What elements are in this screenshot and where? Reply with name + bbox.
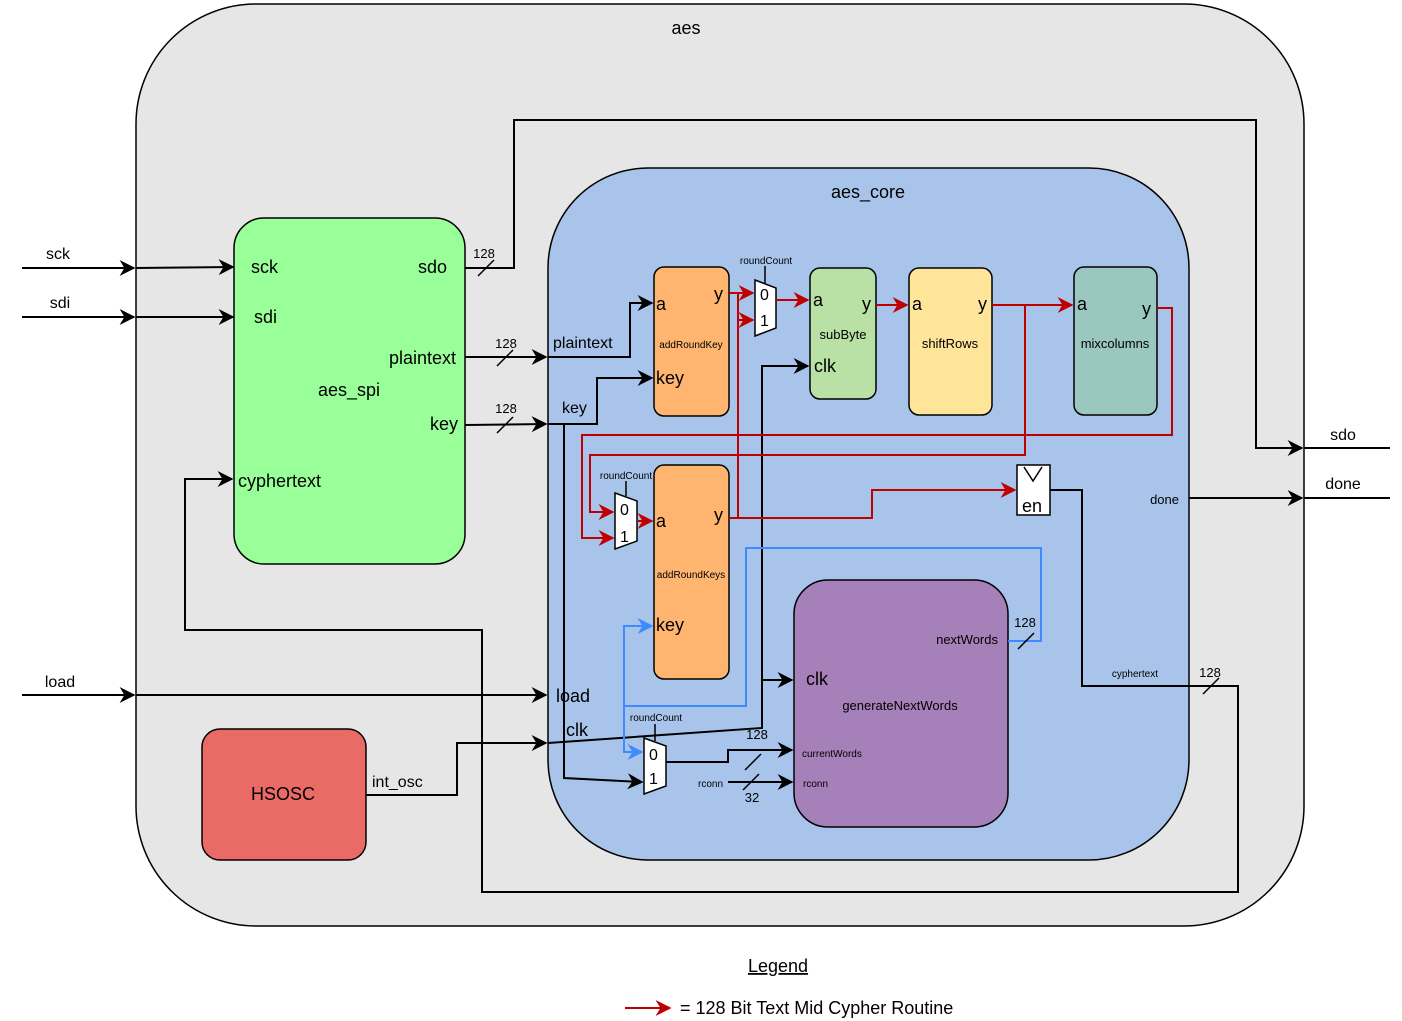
- aes-spi-port-cyphertext: cyphertext: [238, 471, 321, 491]
- add-round-key-port-y: y: [714, 284, 723, 304]
- core-port-done: done: [1150, 492, 1179, 507]
- shift-rows-port-a: a: [912, 294, 923, 314]
- hsosc-title: HSOSC: [251, 784, 315, 804]
- bus-width-cyphertext: 128: [1199, 665, 1221, 680]
- core-port-load: load: [556, 686, 590, 706]
- add-round-keys-port-y: y: [714, 505, 723, 525]
- bus-width-rconn: 32: [745, 790, 759, 805]
- add-round-keys-title: addRoundKeys: [657, 570, 725, 581]
- shift-rows-block: [908, 267, 993, 416]
- sub-byte-port-a: a: [813, 290, 824, 310]
- add-round-key-title: addRoundKey: [659, 340, 722, 351]
- input-sck-label: sck: [46, 246, 71, 263]
- sub-byte-port-clk: clk: [814, 356, 837, 376]
- core-port-plaintext: plaintext: [553, 335, 613, 352]
- legend-title: Legend: [748, 956, 808, 976]
- mux-current-words-select: roundCount: [630, 713, 682, 724]
- input-sdi-label: sdi: [50, 295, 70, 312]
- mux-current-words-in0: 0: [649, 747, 658, 764]
- mux-round-keys: 0 1 roundCount: [600, 471, 652, 551]
- aes-spi-port-sdo: sdo: [418, 257, 447, 277]
- add-round-keys-block: [653, 464, 730, 680]
- add-round-key-port-key: key: [656, 368, 684, 388]
- mix-columns-block: [1073, 266, 1158, 416]
- mux-round-keys-select: roundCount: [600, 471, 652, 482]
- aes-core-title: aes_core: [831, 182, 905, 203]
- mux-current-words: 0 1 roundCount: [630, 713, 682, 796]
- sub-byte-port-y: y: [862, 294, 871, 314]
- aes-module-title: aes: [671, 18, 700, 38]
- aes-spi-title: aes_spi: [318, 380, 380, 401]
- shift-rows-port-y: y: [978, 294, 987, 314]
- core-port-cyphertext: cyphertext: [1112, 669, 1158, 680]
- sub-byte-block: [809, 267, 877, 400]
- blue-wires: [623, 547, 1042, 760]
- bus-width-sdo: 128: [473, 246, 495, 261]
- mux-round-key: 0 1 roundCount: [740, 256, 792, 338]
- legend-red-arrow-text: = 128 Bit Text Mid Cypher Routine: [680, 998, 953, 1018]
- aes-spi-port-key: key: [430, 414, 458, 434]
- add-round-key-block: [653, 266, 730, 417]
- bus-width-current-words: 128: [746, 727, 768, 742]
- add-round-keys-port-a: a: [656, 511, 667, 531]
- generate-next-words-port-current-words: currentWords: [802, 749, 862, 760]
- aes-spi-port-sdi: sdi: [254, 307, 277, 327]
- add-round-keys-port-key: key: [656, 615, 684, 635]
- rconn-input-label: rconn: [698, 779, 723, 790]
- bus-width-plaintext: 128: [495, 336, 517, 351]
- core-port-clk: clk: [566, 720, 589, 740]
- mux-round-key-select: roundCount: [740, 256, 792, 267]
- mux-current-words-in1: 1: [649, 771, 658, 788]
- mux-round-keys-in0: 0: [620, 502, 629, 519]
- sub-byte-title: subByte: [820, 327, 867, 342]
- output-done-label: done: [1325, 476, 1361, 493]
- mix-columns-title: mixcolumns: [1081, 336, 1150, 351]
- generate-next-words-title: generateNextWords: [842, 698, 958, 713]
- mix-columns-port-y: y: [1142, 299, 1151, 319]
- generate-next-words-port-next-words: nextWords: [936, 632, 998, 647]
- aes-spi-port-plaintext: plaintext: [389, 348, 456, 368]
- generate-next-words-port-clk: clk: [806, 669, 829, 689]
- output-sdo-label: sdo: [1330, 427, 1356, 444]
- bus-width-marks: 128 128 128 128 128 128 rconn 32: [473, 246, 1221, 805]
- legend: Legend = 128 Bit Text Mid Cypher Routine: [625, 956, 953, 1018]
- shift-rows-title: shiftRows: [922, 336, 979, 351]
- generate-next-words-block: [793, 579, 1009, 828]
- mux-round-key-in1: 1: [760, 313, 769, 330]
- aes-spi-port-sck: sck: [251, 257, 279, 277]
- bus-width-key: 128: [495, 401, 517, 416]
- input-load-label: load: [45, 674, 75, 691]
- bus-width-next-words: 128: [1014, 615, 1036, 630]
- generate-next-words-port-rconn: rconn: [803, 779, 828, 790]
- hsosc-port-int-osc: int_osc: [372, 774, 423, 791]
- mix-columns-port-a: a: [1077, 294, 1088, 314]
- add-round-key-port-a: a: [656, 294, 667, 314]
- red-wires: [581, 285, 1173, 546]
- aes-spi-block: [233, 217, 466, 565]
- core-port-key: key: [562, 400, 587, 417]
- black-wires: [22, 119, 1390, 893]
- mux-round-keys-in1: 1: [620, 529, 629, 546]
- enable-flop-en: en: [1022, 496, 1042, 516]
- mux-round-key-in0: 0: [760, 287, 769, 304]
- enable-flop: en: [1016, 464, 1051, 516]
